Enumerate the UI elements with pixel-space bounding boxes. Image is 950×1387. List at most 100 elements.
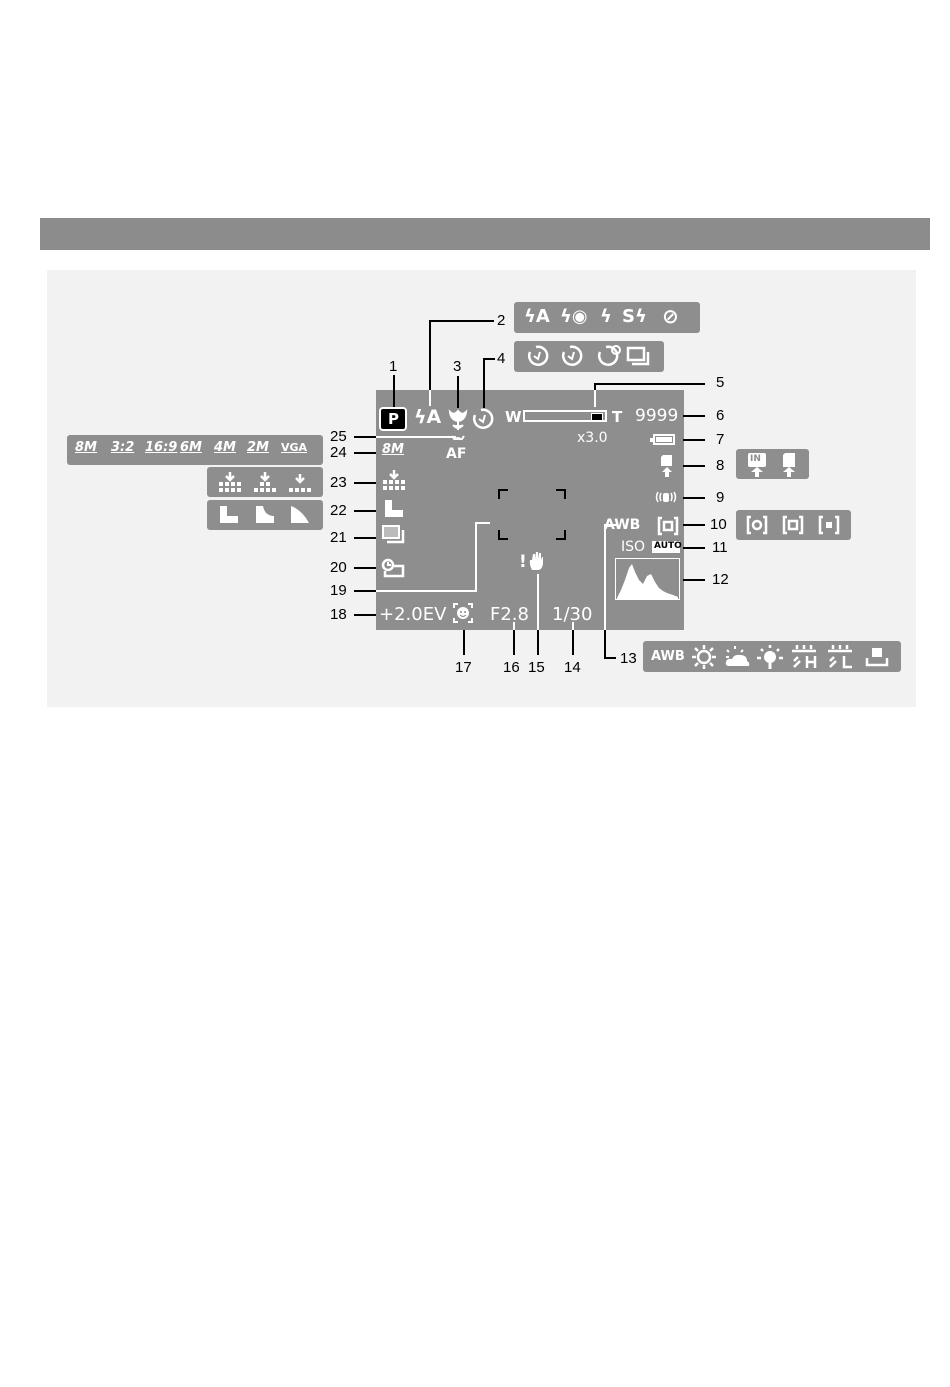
callout-25: 25	[330, 428, 347, 445]
leader-19	[354, 590, 376, 592]
burst-icon	[626, 346, 654, 368]
metering-average-icon	[746, 515, 768, 535]
saturation-icon	[381, 524, 407, 546]
quality-economy-icon	[287, 470, 313, 494]
iso-value: AUTO	[654, 541, 682, 551]
wb-auto-option: AWB	[651, 649, 685, 664]
flash-mode-value: ϟA	[414, 406, 441, 428]
callout-10: 10	[710, 516, 727, 533]
callout-1: 1	[389, 358, 397, 375]
callout-13: 13	[620, 650, 637, 667]
mode-badge: P	[379, 407, 407, 431]
leader-21	[354, 537, 376, 539]
leader-9	[683, 497, 705, 499]
storage-icon	[659, 454, 675, 478]
leader-13-inner-v	[604, 524, 606, 630]
wb-cloudy-icon	[723, 644, 751, 670]
callout-24: 24	[330, 444, 347, 461]
image-size-value: 8M	[382, 442, 404, 457]
leader-15-inner	[537, 574, 539, 630]
leader-20	[354, 567, 376, 569]
flash-options-box: ϟA ϟ◉ ϟ Sϟ ⊘	[514, 302, 700, 333]
exposure-value: +2.0EV	[379, 604, 446, 625]
callout-22: 22	[330, 502, 347, 519]
internal-memory-icon: IN	[748, 453, 766, 467]
wb-manual-icon	[863, 645, 891, 669]
sd-card-icon	[781, 452, 797, 468]
leader-8	[683, 465, 705, 467]
shots-remaining: 9999	[635, 406, 678, 426]
memory-options-box: IN	[736, 449, 809, 479]
size-16-9-option: 16:9	[145, 440, 177, 455]
timer-10s-icon	[560, 344, 588, 370]
zoom-w-label: W	[505, 408, 522, 426]
callout-12: 12	[712, 571, 729, 588]
leader-1	[393, 375, 395, 407]
callout-16: 16	[503, 659, 520, 676]
zoom-bar	[523, 410, 607, 422]
size-3-2-option: 3:2	[111, 440, 134, 455]
sharpness-soft-icon	[288, 504, 312, 526]
zoom-t-label: T	[612, 408, 622, 426]
zoom-ratio: x3.0	[577, 430, 608, 446]
callout-19: 19	[330, 582, 347, 599]
leader-22	[354, 510, 376, 512]
callout-23: 23	[330, 474, 347, 491]
callout-21: 21	[330, 529, 347, 546]
quality-fine-icon	[217, 470, 243, 494]
size-options-box: 8M 3:2 16:9 6M 4M 2M VGA	[67, 435, 323, 465]
wb-fluorescent-h-icon	[789, 644, 819, 670]
face-detect-icon	[452, 602, 474, 624]
callout-4: 4	[497, 350, 505, 367]
flash-redeye-option: ϟ◉	[560, 306, 588, 327]
leader-10	[683, 524, 705, 526]
wb-daylight-icon	[691, 644, 717, 670]
leader-11	[683, 547, 705, 549]
zoom-bar-indicator	[591, 413, 603, 421]
callout-9: 9	[716, 489, 724, 506]
callout-15: 15	[528, 659, 545, 676]
focus-frame-tl	[498, 489, 508, 499]
leader-7	[683, 439, 705, 441]
battery-icon	[653, 434, 675, 445]
size-2m-option: 2M	[247, 440, 269, 455]
metering-center-icon	[782, 515, 804, 535]
hand-icon	[528, 550, 544, 572]
leader-5-inner	[594, 390, 596, 407]
header-bar	[40, 218, 930, 250]
leader-14	[572, 630, 574, 655]
callout-11: 11	[712, 539, 728, 556]
internal-memory-label: IN	[750, 454, 761, 464]
callout-7: 7	[716, 431, 724, 448]
leader-16-inner	[513, 622, 515, 630]
sharpness-sharp-icon	[217, 504, 241, 526]
iso-value-badge: AUTO	[652, 541, 680, 553]
size-vga-option: VGA	[281, 441, 307, 454]
leader-13-inner-h	[604, 524, 618, 526]
focus-frame-br	[556, 530, 566, 540]
aperture-value: F2.8	[490, 604, 529, 625]
sharpness-options-box	[207, 500, 323, 530]
leader-25-inner	[376, 436, 456, 438]
callout-14: 14	[564, 659, 581, 676]
anti-shake-icon	[654, 490, 678, 504]
callout-5: 5	[716, 374, 724, 391]
callout-3: 3	[453, 358, 461, 375]
leader-19-inner-h	[376, 590, 476, 592]
quality-options-box	[207, 467, 323, 497]
timer-2s-icon	[526, 344, 552, 370]
leader-24	[354, 452, 376, 454]
af-label: AF	[446, 446, 466, 462]
focus-frame-bl	[498, 530, 508, 540]
quality-icon	[381, 468, 407, 492]
leader-18	[354, 614, 376, 616]
callout-18: 18	[330, 606, 347, 623]
timer-double-icon	[596, 344, 624, 370]
leader-5-h	[594, 383, 705, 385]
metering-options-box	[736, 510, 851, 540]
leader-14-inner	[572, 622, 574, 630]
callout-6: 6	[716, 407, 724, 424]
hand-shake-warning: !	[519, 552, 527, 572]
leader-19-inner-v	[475, 522, 477, 592]
metering-icon	[657, 516, 679, 536]
